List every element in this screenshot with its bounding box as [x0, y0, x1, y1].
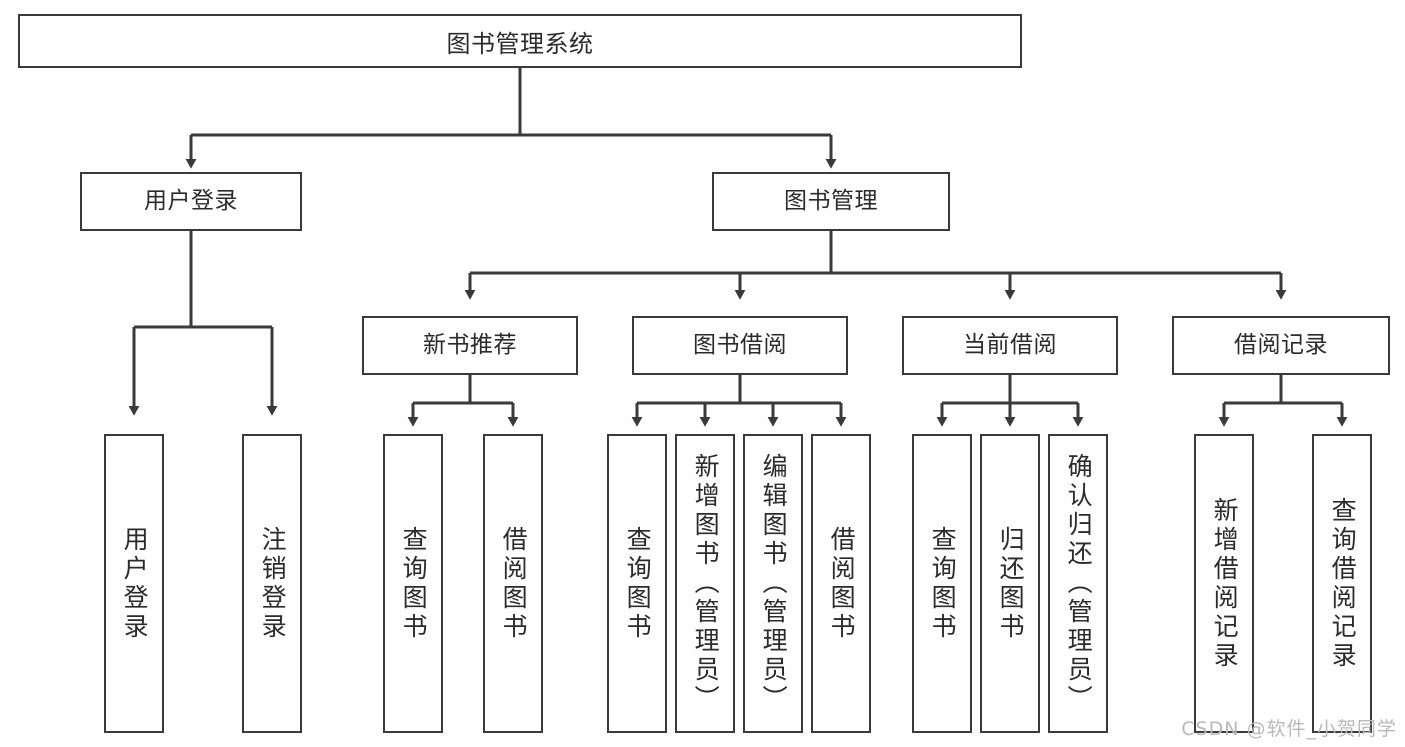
node-current-borrow-label: 当前借阅 — [963, 331, 1057, 358]
node-root[interactable]: 图书管理系统 — [18, 14, 1022, 68]
node-borrow-record-label: 借阅记录 — [1234, 331, 1328, 358]
node-new-book-rec-label: 新书推荐 — [423, 331, 517, 358]
node-leaf-add-book[interactable]: 新增图书（管理员） — [675, 434, 735, 733]
node-leaf-confirm-return-label: 确认归还（管理员） — [1064, 453, 1094, 714]
node-leaf-user-login[interactable]: 用户登录 — [104, 434, 164, 733]
node-borrow-record[interactable]: 借阅记录 — [1172, 316, 1390, 375]
node-leaf-query-book-3-label: 查询图书 — [928, 525, 958, 642]
node-leaf-add-book-label: 新增图书（管理员） — [691, 453, 721, 714]
node-leaf-edit-book[interactable]: 编辑图书（管理员） — [743, 434, 803, 733]
node-book-borrow[interactable]: 图书借阅 — [632, 316, 848, 375]
node-leaf-add-record-label: 新增借阅记录 — [1210, 496, 1240, 671]
node-leaf-query-book-2-label: 查询图书 — [623, 525, 653, 642]
node-leaf-query-book-2[interactable]: 查询图书 — [607, 434, 667, 733]
node-leaf-return-book[interactable]: 归还图书 — [980, 434, 1040, 733]
node-leaf-query-record[interactable]: 查询借阅记录 — [1312, 434, 1372, 733]
node-leaf-logout-label: 注销登录 — [258, 525, 288, 642]
node-current-borrow[interactable]: 当前借阅 — [902, 316, 1118, 375]
node-leaf-borrow-book-1-label: 借阅图书 — [499, 525, 529, 642]
node-leaf-add-record[interactable]: 新增借阅记录 — [1194, 434, 1254, 733]
node-leaf-confirm-return[interactable]: 确认归还（管理员） — [1048, 434, 1108, 733]
node-user-login-label: 用户登录 — [144, 187, 238, 214]
node-leaf-query-book-3[interactable]: 查询图书 — [912, 434, 972, 733]
node-book-manage[interactable]: 图书管理 — [712, 172, 950, 231]
node-user-login[interactable]: 用户登录 — [80, 172, 302, 231]
node-leaf-query-book-1-label: 查询图书 — [399, 525, 429, 642]
node-leaf-borrow-book-2[interactable]: 借阅图书 — [811, 434, 871, 733]
node-leaf-user-login-label: 用户登录 — [120, 525, 150, 642]
node-leaf-return-book-label: 归还图书 — [996, 525, 1026, 642]
watermark: CSDN @软件_小贺同学 — [1181, 718, 1397, 740]
node-leaf-borrow-book-1[interactable]: 借阅图书 — [483, 434, 543, 733]
node-leaf-logout[interactable]: 注销登录 — [242, 434, 302, 733]
node-book-manage-label: 图书管理 — [784, 187, 878, 214]
node-new-book-rec[interactable]: 新书推荐 — [362, 316, 578, 375]
node-leaf-query-book-1[interactable]: 查询图书 — [383, 434, 443, 733]
node-book-borrow-label: 图书借阅 — [693, 331, 787, 358]
node-root-label: 图书管理系统 — [446, 29, 594, 58]
node-leaf-edit-book-label: 编辑图书（管理员） — [759, 453, 789, 714]
node-leaf-borrow-book-2-label: 借阅图书 — [827, 525, 857, 642]
node-leaf-query-record-label: 查询借阅记录 — [1328, 496, 1358, 671]
